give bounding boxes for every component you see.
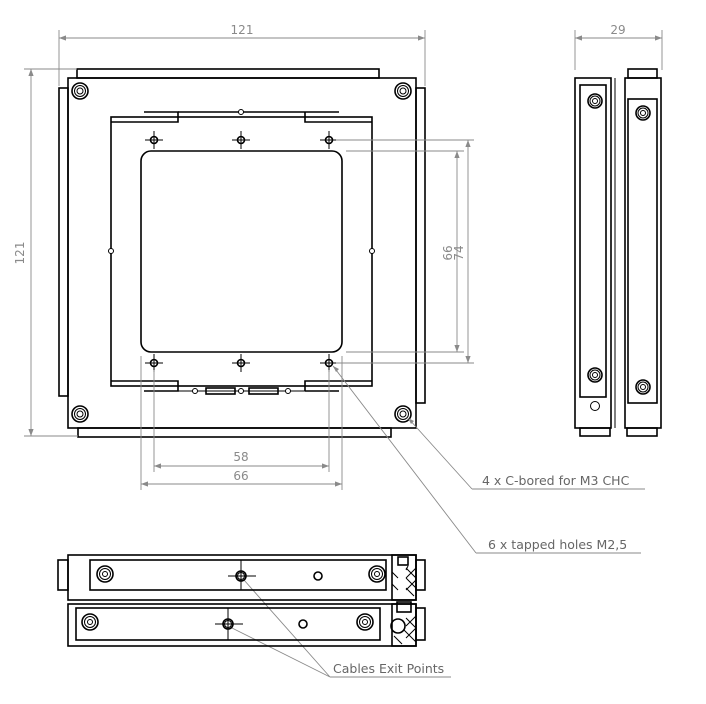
cable-exit-section [390, 554, 426, 647]
dim-window-vertical: 74 [452, 245, 466, 260]
dim-width: 121 [231, 23, 254, 37]
dim-thickness: 29 [610, 23, 625, 37]
front-view [58, 68, 426, 438]
callout-cbored: 4 x C-bored for M3 CHC [482, 473, 630, 488]
side-view: 29 [574, 23, 663, 437]
dim-window-horizontal: 66 [233, 469, 248, 483]
inner-frame [110, 116, 373, 387]
callout-cables: Cables Exit Points [333, 661, 444, 676]
bottom-view [57, 554, 426, 647]
window-opening [140, 150, 343, 353]
callout-tapped: 6 x tapped holes M2,5 [488, 537, 627, 552]
dim-height: 121 [13, 242, 27, 265]
front-dimensions: 121 121 66 74 58 66 [13, 23, 474, 490]
dim-hole-spacing-horizontal: 58 [233, 450, 248, 464]
corner-screws [71, 82, 412, 423]
dim-hole-spacing-vertical: 66 [441, 245, 455, 260]
tapped-holes [145, 131, 338, 372]
base-plate [67, 77, 417, 429]
callouts: 4 x C-bored for M3 CHC 6 x tapped holes … [231, 365, 645, 678]
